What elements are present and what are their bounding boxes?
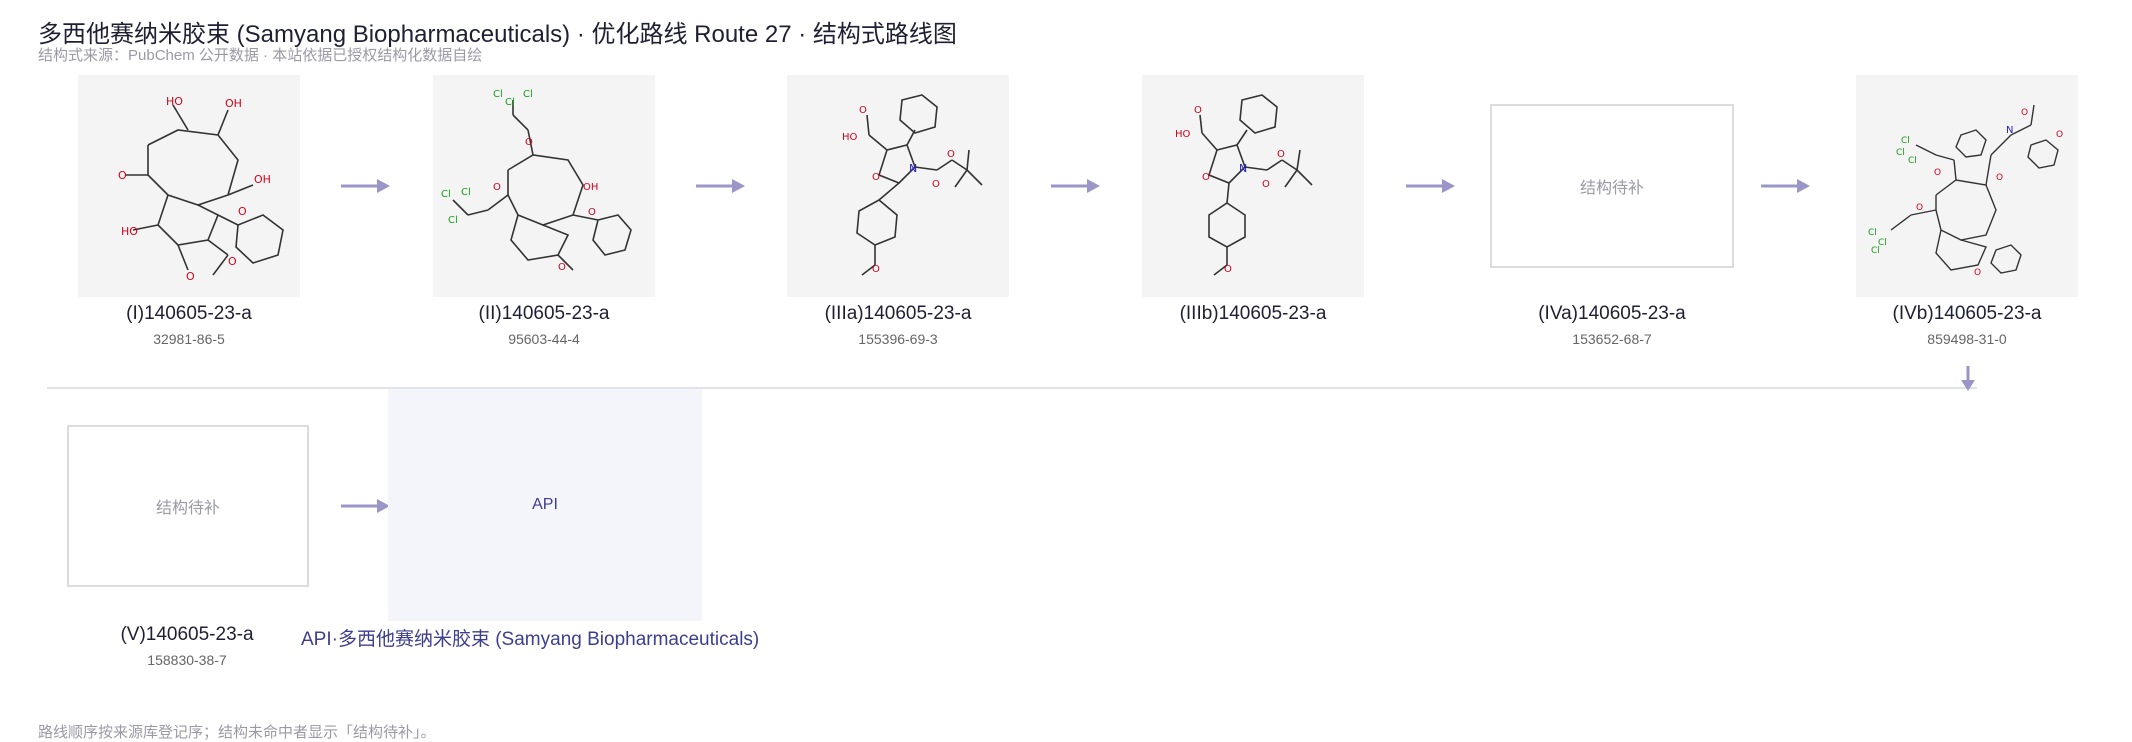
node-label-3: (IIIa)140605-23-a [748, 303, 1048, 325]
page-subtitle: 结构式来源：PubChem 公开数据 · 本站依据已授权结构化数据自绘 [38, 44, 482, 65]
svg-text:O: O [2056, 130, 2063, 140]
svg-text:Cl: Cl [441, 189, 451, 200]
svg-text:HO: HO [842, 132, 858, 143]
svg-text:Cl: Cl [493, 89, 503, 100]
api-node[interactable]: API [388, 389, 702, 621]
svg-text:Cl: Cl [1901, 136, 1910, 146]
structure-image-2: ClClCl ClClCl OO OHO O [433, 75, 655, 297]
svg-text:O: O [872, 264, 880, 275]
node-cas-3: 155396-69-3 [748, 331, 1048, 347]
svg-text:HO: HO [1175, 129, 1191, 140]
node-cas-1: 32981-86-5 [39, 331, 339, 347]
svg-text:N: N [2006, 125, 2013, 136]
structure-card-4[interactable]: N HO O O O O O [1142, 75, 1364, 297]
svg-text:O: O [1202, 172, 1210, 183]
structure-image-6: N ClClCl ClClCl OO OO OO [1856, 75, 2078, 297]
svg-text:N: N [909, 162, 917, 175]
svg-text:Cl: Cl [1896, 148, 1905, 158]
svg-text:OH: OH [225, 97, 242, 110]
svg-text:O: O [2021, 108, 2028, 118]
arrow-right-icon [696, 176, 746, 196]
svg-text:OH: OH [583, 182, 598, 193]
node-label-2: (II)140605-23-a [394, 303, 694, 325]
svg-text:Cl: Cl [523, 89, 533, 100]
svg-text:Cl: Cl [1868, 228, 1877, 238]
svg-text:Cl: Cl [505, 97, 515, 108]
svg-text:O: O [1277, 149, 1285, 160]
node-label-7: (V)140605-23-a [37, 624, 337, 646]
svg-text:O: O [1194, 105, 1202, 116]
arrow-down-icon [1958, 366, 1978, 392]
svg-text:O: O [1916, 203, 1923, 213]
arrow-right-icon [341, 496, 391, 516]
svg-text:O: O [872, 172, 880, 183]
svg-text:OH: OH [254, 173, 271, 186]
svg-text:O: O [588, 207, 596, 218]
structure-card-1[interactable]: HOOH OHO OHO OO [78, 75, 300, 297]
node-cas-6: 859498-31-0 [1817, 331, 2117, 347]
svg-text:O: O [1974, 268, 1981, 278]
structure-placeholder-7: 结构待补 [67, 425, 309, 587]
svg-text:O: O [947, 149, 955, 160]
svg-text:O: O [1224, 264, 1232, 275]
row-divider [47, 387, 1977, 389]
svg-text:O: O [493, 182, 501, 193]
arrow-right-icon [1761, 176, 1811, 196]
svg-text:O: O [186, 270, 195, 283]
structure-placeholder-5: 结构待补 [1490, 104, 1734, 268]
footer-note: 路线顺序按来源库登记序；结构未命中者显示「结构待补」。 [38, 721, 436, 742]
svg-text:O: O [1934, 168, 1941, 178]
structure-image-1: HOOH OHO OHO OO [78, 75, 300, 297]
node-label-4: (IIIb)140605-23-a [1103, 303, 1403, 325]
svg-text:HO: HO [166, 95, 183, 108]
api-label: API·多西他赛纳米胶束 (Samyang Biopharmaceuticals… [301, 624, 759, 651]
svg-text:Cl: Cl [1871, 246, 1880, 256]
svg-text:Cl: Cl [461, 187, 471, 198]
svg-text:Cl: Cl [1908, 156, 1917, 166]
structure-card-6[interactable]: N ClClCl ClClCl OO OO OO [1856, 75, 2078, 297]
arrow-right-icon [1406, 176, 1456, 196]
node-label-1: (I)140605-23-a [39, 303, 339, 325]
node-cas-7: 158830-38-7 [37, 652, 337, 668]
svg-text:O: O [1996, 173, 2003, 183]
structure-card-3[interactable]: N HO O O O O O [787, 75, 1009, 297]
node-label-5: (IVa)140605-23-a [1462, 303, 1762, 325]
svg-text:O: O [228, 255, 237, 268]
svg-text:O: O [558, 262, 566, 273]
node-cas-5: 153652-68-7 [1462, 331, 1762, 347]
structure-card-2[interactable]: ClClCl ClClCl OO OHO O [433, 75, 655, 297]
svg-text:HO: HO [121, 225, 138, 238]
node-label-6: (IVb)140605-23-a [1817, 303, 2117, 325]
svg-text:O: O [1262, 179, 1270, 190]
svg-text:O: O [859, 105, 867, 116]
svg-text:Cl: Cl [448, 215, 458, 226]
structure-image-3: N HO O O O O O [787, 75, 1009, 297]
svg-text:O: O [238, 205, 247, 218]
svg-text:O: O [525, 137, 533, 148]
structure-image-4: N HO O O O O O [1142, 75, 1364, 297]
svg-text:O: O [118, 169, 127, 182]
node-cas-2: 95603-44-4 [394, 331, 694, 347]
arrow-right-icon [1051, 176, 1101, 196]
arrow-right-icon [341, 176, 391, 196]
svg-text:N: N [1239, 162, 1247, 175]
svg-text:O: O [932, 179, 940, 190]
